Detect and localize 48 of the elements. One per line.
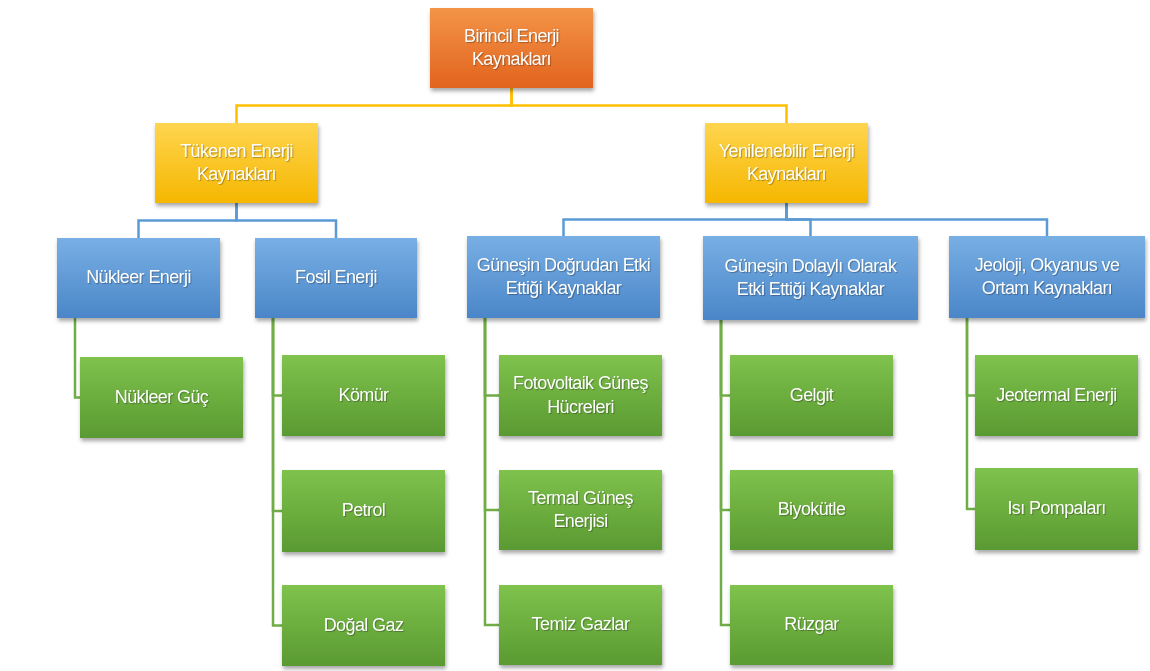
box-label: Petrol [341, 499, 386, 523]
box-label: Güneşin Doğrudan Etki Ettiği Kaynaklar [475, 253, 652, 300]
box-label: Jeoloji, Okyanus ve Ortam Kaynakları [973, 253, 1121, 300]
process-box [282, 585, 445, 666]
box-label: Termal Güneş Enerjisi [527, 486, 634, 533]
process-box [975, 468, 1138, 550]
box-label: Fotovoltaik Güneş Hücreleri [512, 372, 649, 419]
box-label: Isı Pompaları [1007, 497, 1106, 521]
process-box [467, 236, 660, 318]
box-label: Gelgit [789, 383, 834, 407]
process-box [282, 355, 445, 436]
process-box [282, 470, 445, 552]
process-box [705, 123, 868, 203]
process-box [730, 470, 893, 550]
process-box [430, 8, 593, 88]
box-label: Biyokütle [777, 498, 846, 522]
box-label: Tükenen Enerji Kaynakları [179, 139, 294, 186]
process-box [703, 236, 918, 320]
box-label: Rüzgar [784, 613, 839, 637]
connector-line [73, 318, 80, 399]
box-label: Güneşin Dolaylı Olarak Etki Ettiği Kaynaklar [723, 254, 898, 301]
process-box [57, 238, 220, 318]
process-box [730, 355, 893, 436]
process-box [975, 355, 1138, 436]
process-box [949, 236, 1145, 318]
process-box [155, 123, 318, 203]
process-box [80, 357, 243, 438]
box-label: Doğal Gaz [323, 613, 404, 637]
process-box [255, 238, 417, 318]
box-label: Fosil Enerji [295, 266, 377, 290]
process-box [730, 585, 893, 665]
connector-line [965, 318, 975, 511]
connector-line [271, 318, 282, 627]
connector-line [719, 320, 730, 627]
box-label: Yenilenebilir Enerji Kaynakları [717, 139, 856, 186]
connector-line [483, 318, 499, 627]
box-label: Nükleer Güç [114, 385, 209, 409]
connector-line [510, 88, 788, 123]
process-box [499, 470, 662, 550]
process-box [499, 355, 662, 436]
box-label: Jeotermal Enerji [996, 383, 1117, 407]
process-box [499, 585, 662, 665]
box-label: Nükleer Enerji [86, 266, 191, 290]
connector-line [785, 203, 1049, 236]
box-label: Kömür [338, 383, 389, 407]
connector-line [235, 203, 338, 238]
box-label: Temiz Gazlar [531, 613, 630, 637]
box-label: Birincil Enerji Kaynakları [463, 24, 560, 71]
